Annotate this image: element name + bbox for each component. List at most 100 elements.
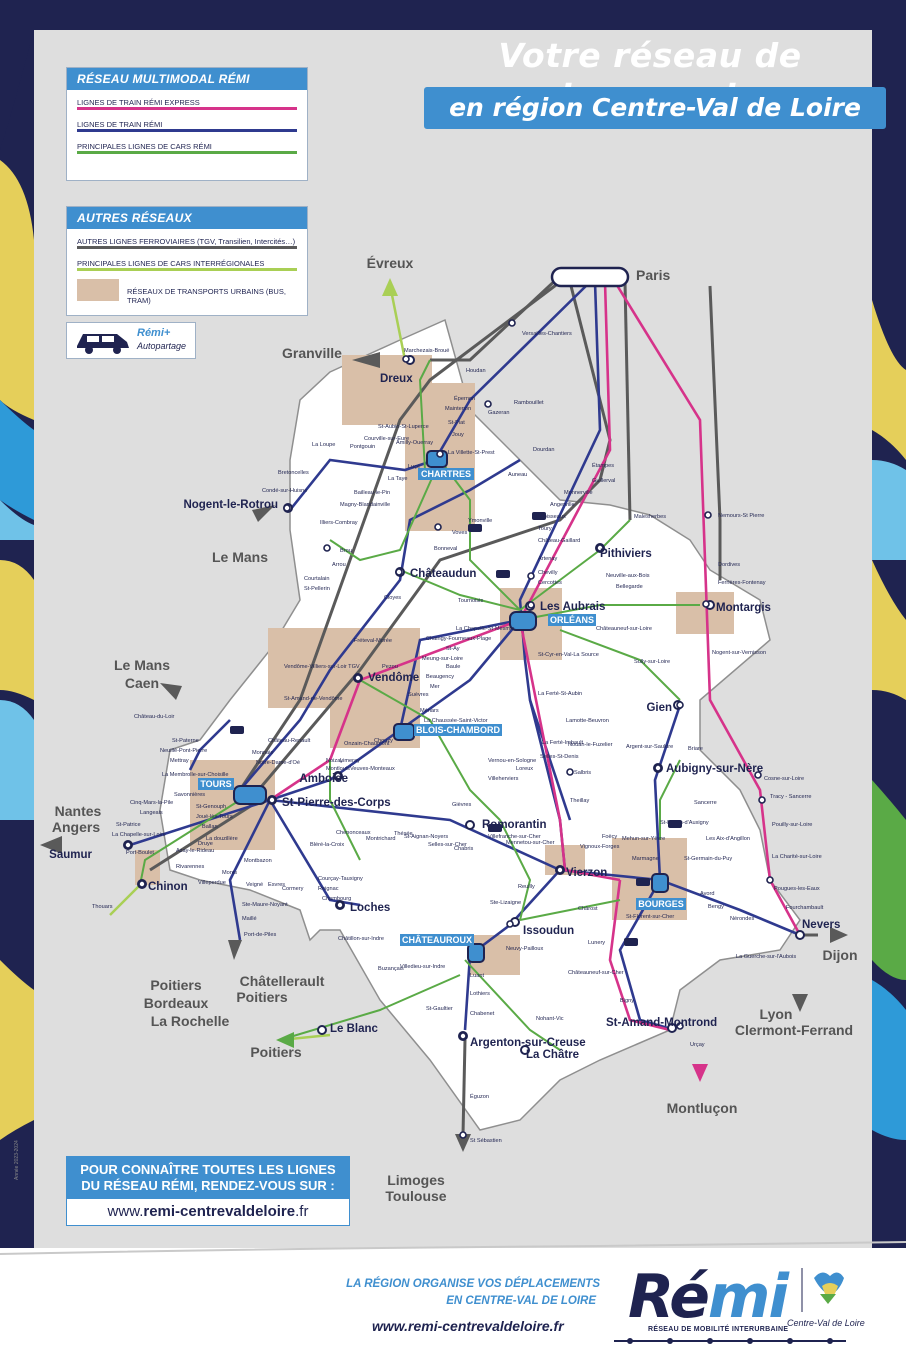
footer-tagline-2: EN CENTRE-VAL DE LOIRE <box>446 1295 596 1307</box>
station-dot[interactable] <box>436 450 444 458</box>
cta-url-link[interactable]: www.remi-centrevaldeloire.fr <box>66 1198 350 1226</box>
station-dot[interactable] <box>354 674 362 682</box>
hub-marker-tours[interactable] <box>233 785 267 805</box>
line-paris-chartres-nogent <box>288 281 591 511</box>
hub-marker-bourges[interactable] <box>651 873 669 893</box>
region-logo-icon <box>801 1268 844 1312</box>
station-label-veuves-monteaux: Veuves-Monteaux <box>350 766 395 772</box>
station-dot[interactable] <box>676 701 684 709</box>
station-dot[interactable] <box>334 772 342 780</box>
station-dot[interactable] <box>506 920 514 928</box>
station-label-neuvy-pailloux: Neuvy-Pailloux <box>506 946 544 952</box>
legend-item-other-rail: AUTRES LIGNES FERROVIAIRES (TGV, Transil… <box>67 229 307 251</box>
station-label-neuville-aux-bois: Neuville-aux-Bois <box>606 573 650 579</box>
station-dot[interactable] <box>508 319 516 327</box>
hub-marker-blois[interactable] <box>393 723 415 741</box>
station-label-mennetou-sur-cher: Mennetou-sur-Cher <box>506 840 555 846</box>
autopartage-badge[interactable]: Rémi+ Autopartage <box>66 322 196 359</box>
hub-labels: CHARTRES ORLÉANS BLOIS-CHAMBORD TOURS BO… <box>198 468 686 946</box>
station-dot[interactable] <box>566 768 574 776</box>
station-dot[interactable] <box>754 771 762 779</box>
station-dot[interactable] <box>527 572 535 580</box>
station-dot-romorantin[interactable] <box>465 820 475 830</box>
station-dot[interactable] <box>268 796 276 804</box>
station-dot[interactable] <box>459 1032 467 1040</box>
station-dot-st-amand-montrond[interactable] <box>667 1023 677 1033</box>
station-dot[interactable] <box>702 600 710 608</box>
station-label-chateauneuf-sur-cher: Châteauneuf-sur-Cher <box>568 970 624 976</box>
station-dot-le-blanc[interactable] <box>317 1025 327 1035</box>
station-label-pontgouin: Pontgouin <box>350 444 375 450</box>
station-dot[interactable] <box>395 568 403 576</box>
station-label-meung-sur-loire: Meung-sur-Loire <box>422 656 463 662</box>
station-label-beaugency: Beaugency <box>426 674 454 680</box>
hub-marker-chateauroux[interactable] <box>467 943 485 963</box>
station-label-st-aignan-noyers: St-Aignan-Noyers <box>404 834 448 840</box>
station-dot[interactable] <box>758 796 766 804</box>
station-dot[interactable] <box>654 764 662 772</box>
bus-icon <box>624 938 638 946</box>
station-dot-la-chatre[interactable] <box>520 1045 530 1055</box>
station-dot[interactable] <box>527 601 535 609</box>
destination-lyon: Lyon <box>760 1006 793 1022</box>
station-label-chambourg: Chambourg <box>322 896 351 902</box>
bus-icon <box>532 512 546 520</box>
station-label-st-ay: St-Ay <box>446 646 460 652</box>
station-label-courtalain: Courtalain <box>304 576 330 582</box>
station-dot[interactable] <box>336 901 344 909</box>
station-label-chenonceaux: Chenonceaux <box>336 830 371 836</box>
footer <box>0 1241 906 1354</box>
legend-item-urban: RÉSEAUX DE TRANSPORTS URBAINS (BUS, TRAM… <box>67 273 307 307</box>
hub-marker-orleans[interactable] <box>509 611 537 631</box>
coach-chateauroux-leblanc <box>279 974 461 1041</box>
station-dot-nevers[interactable] <box>795 930 805 940</box>
legend-autres-heading: AUTRES RÉSEAUX <box>67 207 307 229</box>
station-dot[interactable] <box>484 400 492 408</box>
arrow-caen <box>160 683 182 700</box>
line-paris-tours-tgv <box>238 280 561 791</box>
station-label-courville-sur-eure: Courville-sur-Eure <box>364 436 409 442</box>
station-dot[interactable] <box>459 1131 467 1139</box>
station-dot[interactable] <box>138 880 146 888</box>
coach-icons <box>230 512 682 946</box>
destination-montlucon: Montluçon <box>667 1100 738 1116</box>
station-dot[interactable] <box>323 544 331 552</box>
station-dot[interactable] <box>434 523 442 531</box>
station-label-cloyes: Cloyes <box>384 595 401 601</box>
station-label-la-taye: La Taye <box>388 476 408 482</box>
legend-remi: RÉSEAU MULTIMODAL RÉMI LIGNES DE TRAIN R… <box>66 67 308 181</box>
express-lines <box>269 281 802 1032</box>
station-label-boisseaux: Boisseaux <box>540 514 566 520</box>
station-label-bigny: Bigny <box>620 998 634 1004</box>
destination-poitiers: Poitiers <box>236 989 288 1005</box>
coach-orleans-montargis <box>519 604 700 621</box>
destination-limoges: Limoges <box>387 1172 445 1188</box>
station-label-loreux: Loreux <box>516 766 533 772</box>
station-label-cercottes: Cercottes <box>538 580 562 586</box>
station-dot[interactable] <box>766 876 774 884</box>
station-dot[interactable] <box>676 1022 684 1030</box>
station-dot[interactable] <box>283 504 291 512</box>
city-label-le-blanc: Le Blanc <box>330 1023 379 1035</box>
footer-url-link[interactable]: www.remi-centrevaldeloire.fr <box>372 1318 564 1334</box>
station-label-courcay-tauxigny: Courçay-Tauxigny <box>318 876 363 882</box>
coach-bourges-aubigny <box>659 759 681 840</box>
station-dot[interactable] <box>124 841 132 849</box>
city-label-argenton-sur-creuse: Argenton-sur-Creuse <box>470 1037 586 1049</box>
arrow-montlucon <box>692 1064 708 1082</box>
line-tours-portdepiles <box>228 799 272 941</box>
paris-terminal[interactable] <box>550 266 630 288</box>
station-dots <box>123 319 805 1139</box>
station-label-briare: Briare <box>688 746 703 752</box>
bus-icon <box>668 820 682 828</box>
station-label-dourdan: Dourdan <box>533 447 554 453</box>
line-tours-thouars <box>149 798 261 872</box>
station-dot[interactable] <box>704 511 712 519</box>
station-dot[interactable] <box>556 866 564 874</box>
station-label-veigne: Veigné <box>246 882 263 888</box>
station-label-esvres: Esvres <box>268 882 285 888</box>
station-dot[interactable] <box>596 544 604 552</box>
line-express-paris-nevers <box>613 281 802 936</box>
destination-dijon: Dijon <box>823 947 858 963</box>
station-dot[interactable] <box>402 355 410 363</box>
